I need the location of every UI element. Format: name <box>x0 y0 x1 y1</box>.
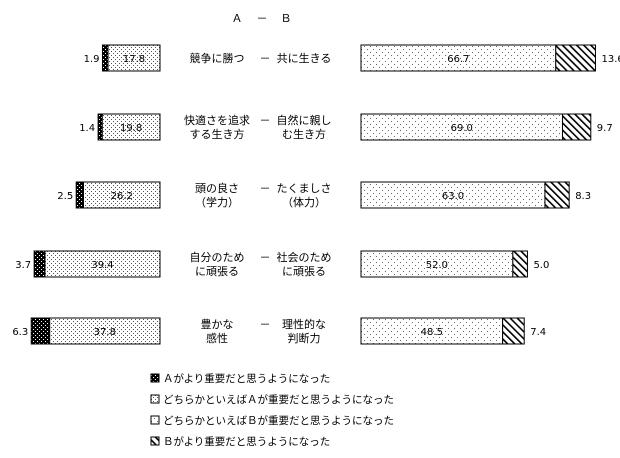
pair-dash: － <box>260 251 271 264</box>
label-strongly-a: 1.4 <box>79 123 95 134</box>
chart-header: Ａ － Ｂ <box>232 12 292 25</box>
label-somewhat-a: 37.8 <box>94 327 116 338</box>
pair-dash: － <box>260 182 271 195</box>
legend-label: どちらかといえばＢが重要だと思うようになった <box>163 414 394 427</box>
pair-a-label: 豊かな <box>201 318 234 331</box>
bar-somewhat-b <box>360 317 504 345</box>
pair-a-label: 競争に勝つ <box>190 51 245 65</box>
pair-dash: － <box>260 114 271 127</box>
legend-label: Ａがより重要だと思うようになった <box>163 372 330 385</box>
legend-swatch <box>150 436 160 446</box>
pair-b-label: （体力） <box>282 195 326 209</box>
bar-strongly-a <box>97 113 103 141</box>
label-somewhat-b: 69.0 <box>451 123 473 134</box>
bar-strongly-a <box>75 181 84 209</box>
bar-strongly-b <box>561 113 592 141</box>
bar-somewhat-a <box>82 181 161 209</box>
label-strongly-a: 6.3 <box>12 327 28 338</box>
label-strongly-a: 2.5 <box>57 191 73 202</box>
label-strongly-b: 13.6 <box>601 54 620 65</box>
pair-a-label: 快適さを追求 <box>184 113 250 127</box>
label-strongly-b: 5.0 <box>533 260 549 271</box>
bar-strongly-a <box>33 250 46 278</box>
label-strongly-b: 9.7 <box>597 123 613 134</box>
bar-strongly-b <box>555 44 596 72</box>
label-somewhat-b: 48.5 <box>421 327 443 338</box>
label-somewhat-b: 52.0 <box>426 260 448 271</box>
label-somewhat-a: 26.2 <box>111 191 133 202</box>
legend-label: Ｂがより重要だと思うようになった <box>163 435 330 448</box>
label-somewhat-b: 63.0 <box>442 191 464 202</box>
pair-a-label: に頑張る <box>195 265 239 278</box>
bar-strongly-b <box>512 250 528 278</box>
pair-a-label: 感性 <box>206 331 228 345</box>
legend-label: どちらかといえばＡが重要だと思うようになった <box>163 393 394 406</box>
pair-a-label: 自分のため <box>190 251 245 264</box>
pair-a-label: （学力） <box>195 195 239 209</box>
label-somewhat-a: 39.4 <box>91 260 113 271</box>
label-somewhat-b: 66.7 <box>447 54 469 65</box>
chart-rows: 17.8 1.9 66.7 13.6 競争に勝つ － 共に生きる 19.8 1.4 69.0 9.7… <box>12 44 620 345</box>
bar-somewhat-a <box>44 250 161 278</box>
pair-b-label: 共に生きる <box>277 51 332 65</box>
legend-item: Ａがより重要だと思うようになった <box>150 372 330 385</box>
header-dash: － <box>257 12 268 25</box>
bar-strongly-a <box>30 317 51 345</box>
legend-item: Ｂがより重要だと思うようになった <box>150 435 330 448</box>
pair-b-label: たくましさ <box>277 182 332 195</box>
legend-swatch <box>150 394 160 404</box>
label-somewhat-a: 17.8 <box>123 54 145 65</box>
chart-row: 17.8 1.9 66.7 13.6 競争に勝つ － 共に生きる <box>84 44 620 72</box>
bar-somewhat-a <box>101 113 161 141</box>
bar-somewhat-b <box>360 44 557 72</box>
chart-row: 26.2 2.5 63.0 8.3 頭の良さ（学力） － たくましさ（体力） <box>57 181 591 209</box>
bar-somewhat-b <box>360 250 514 278</box>
label-strongly-b: 8.3 <box>575 191 591 202</box>
pair-dash: － <box>260 318 271 331</box>
chart-legend: Ａがより重要だと思うようになったどちらかといえばＡが重要だと思うようになったどち… <box>150 372 394 448</box>
legend-item: どちらかといえばＢが重要だと思うようになった <box>150 414 394 427</box>
pair-b-label: 理性的な <box>282 317 326 331</box>
header-a-label: Ａ <box>232 12 243 25</box>
pair-a-label: 頭の良さ <box>195 181 239 195</box>
label-strongly-b: 7.4 <box>530 327 546 338</box>
bar-strongly-a <box>101 44 109 72</box>
label-strongly-a: 1.9 <box>84 54 100 65</box>
pair-a-label: する生き方 <box>190 127 245 141</box>
legend-swatch <box>150 415 160 425</box>
pair-b-label: 判断力 <box>288 331 321 345</box>
label-strongly-a: 3.7 <box>15 260 31 271</box>
bar-strongly-b <box>544 181 570 209</box>
pair-b-label: む生き方 <box>282 127 326 141</box>
label-somewhat-a: 19.8 <box>120 123 142 134</box>
pair-b-label: に頑張る <box>282 265 326 278</box>
pair-dash: － <box>260 52 271 65</box>
legend-item: どちらかといえばＡが重要だと思うようになった <box>150 393 394 406</box>
bar-somewhat-b <box>360 181 546 209</box>
bar-strongly-b <box>502 317 525 345</box>
pair-b-label: 社会のため <box>277 250 332 264</box>
legend-swatch <box>150 373 160 383</box>
header-b-label: Ｂ <box>281 12 292 25</box>
pair-b-label: 自然に親し <box>277 113 332 127</box>
